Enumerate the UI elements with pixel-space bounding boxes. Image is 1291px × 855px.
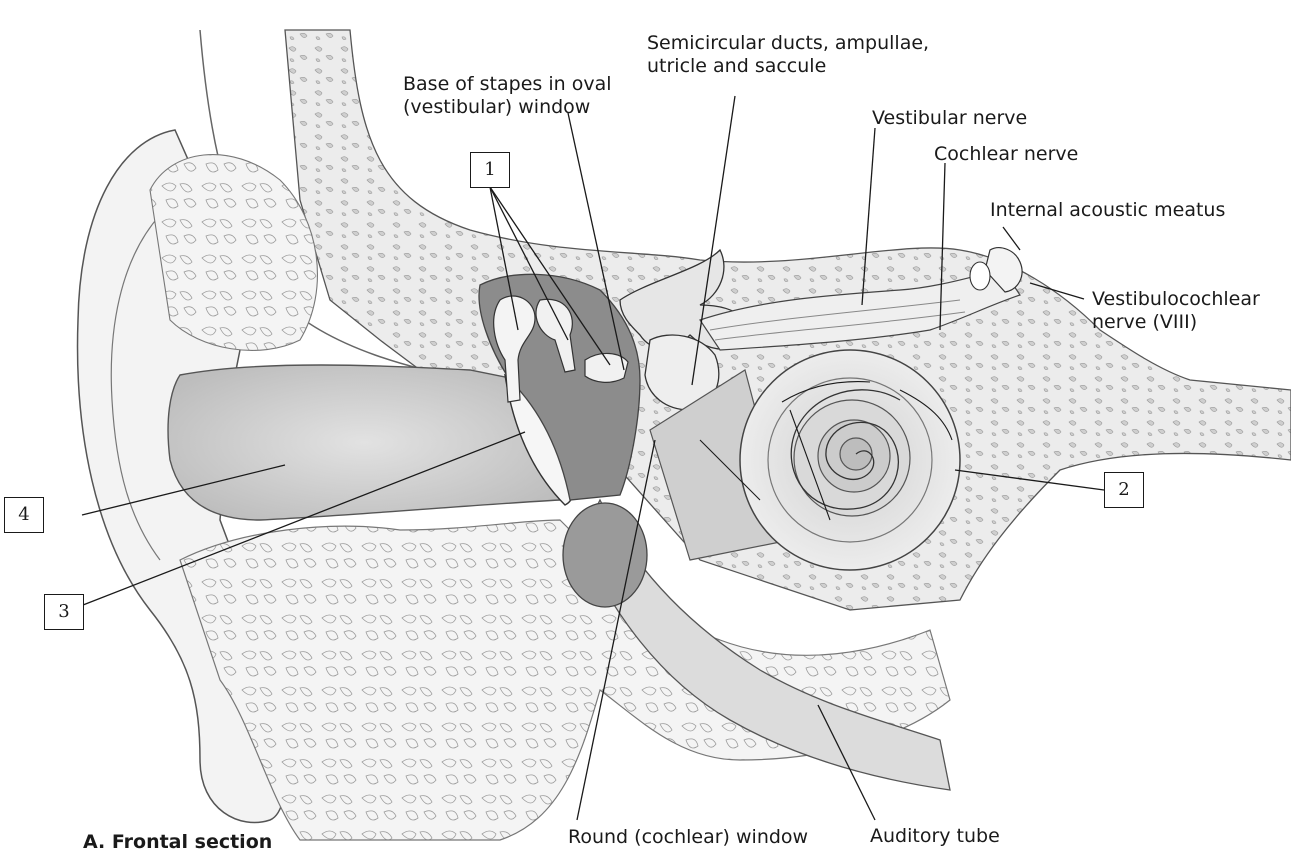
label-auditory-tube: Auditory tube bbox=[870, 825, 1000, 847]
callout-3: 3 bbox=[44, 594, 84, 630]
label-internal-acoustic-meatus: Internal acoustic meatus bbox=[990, 199, 1225, 221]
label-semicircular-line2: utricle and saccule bbox=[647, 55, 826, 77]
label-stapes-line2: (vestibular) window bbox=[403, 96, 590, 118]
callout-1: 1 bbox=[470, 152, 510, 188]
label-round-window: Round (cochlear) window bbox=[568, 826, 808, 848]
mastoid-upper bbox=[150, 155, 317, 351]
external-acoustic-meatus bbox=[168, 365, 560, 520]
label-vestibulocochlear-line2: nerve (VIII) bbox=[1092, 311, 1197, 333]
label-semicircular-line1: Semicircular ducts, ampullae, bbox=[647, 32, 929, 54]
label-stapes-line1: Base of stapes in oval bbox=[403, 73, 612, 95]
callout-4: 4 bbox=[4, 497, 44, 533]
label-cochlear-nerve: Cochlear nerve bbox=[934, 143, 1078, 165]
label-vestibular-nerve: Vestibular nerve bbox=[872, 107, 1027, 129]
label-vestibulocochlear-line1: Vestibulocochlear bbox=[1092, 288, 1260, 310]
figure-caption: A. Frontal section bbox=[83, 831, 272, 853]
tube-opening bbox=[563, 503, 647, 607]
callout-2: 2 bbox=[1104, 472, 1144, 508]
